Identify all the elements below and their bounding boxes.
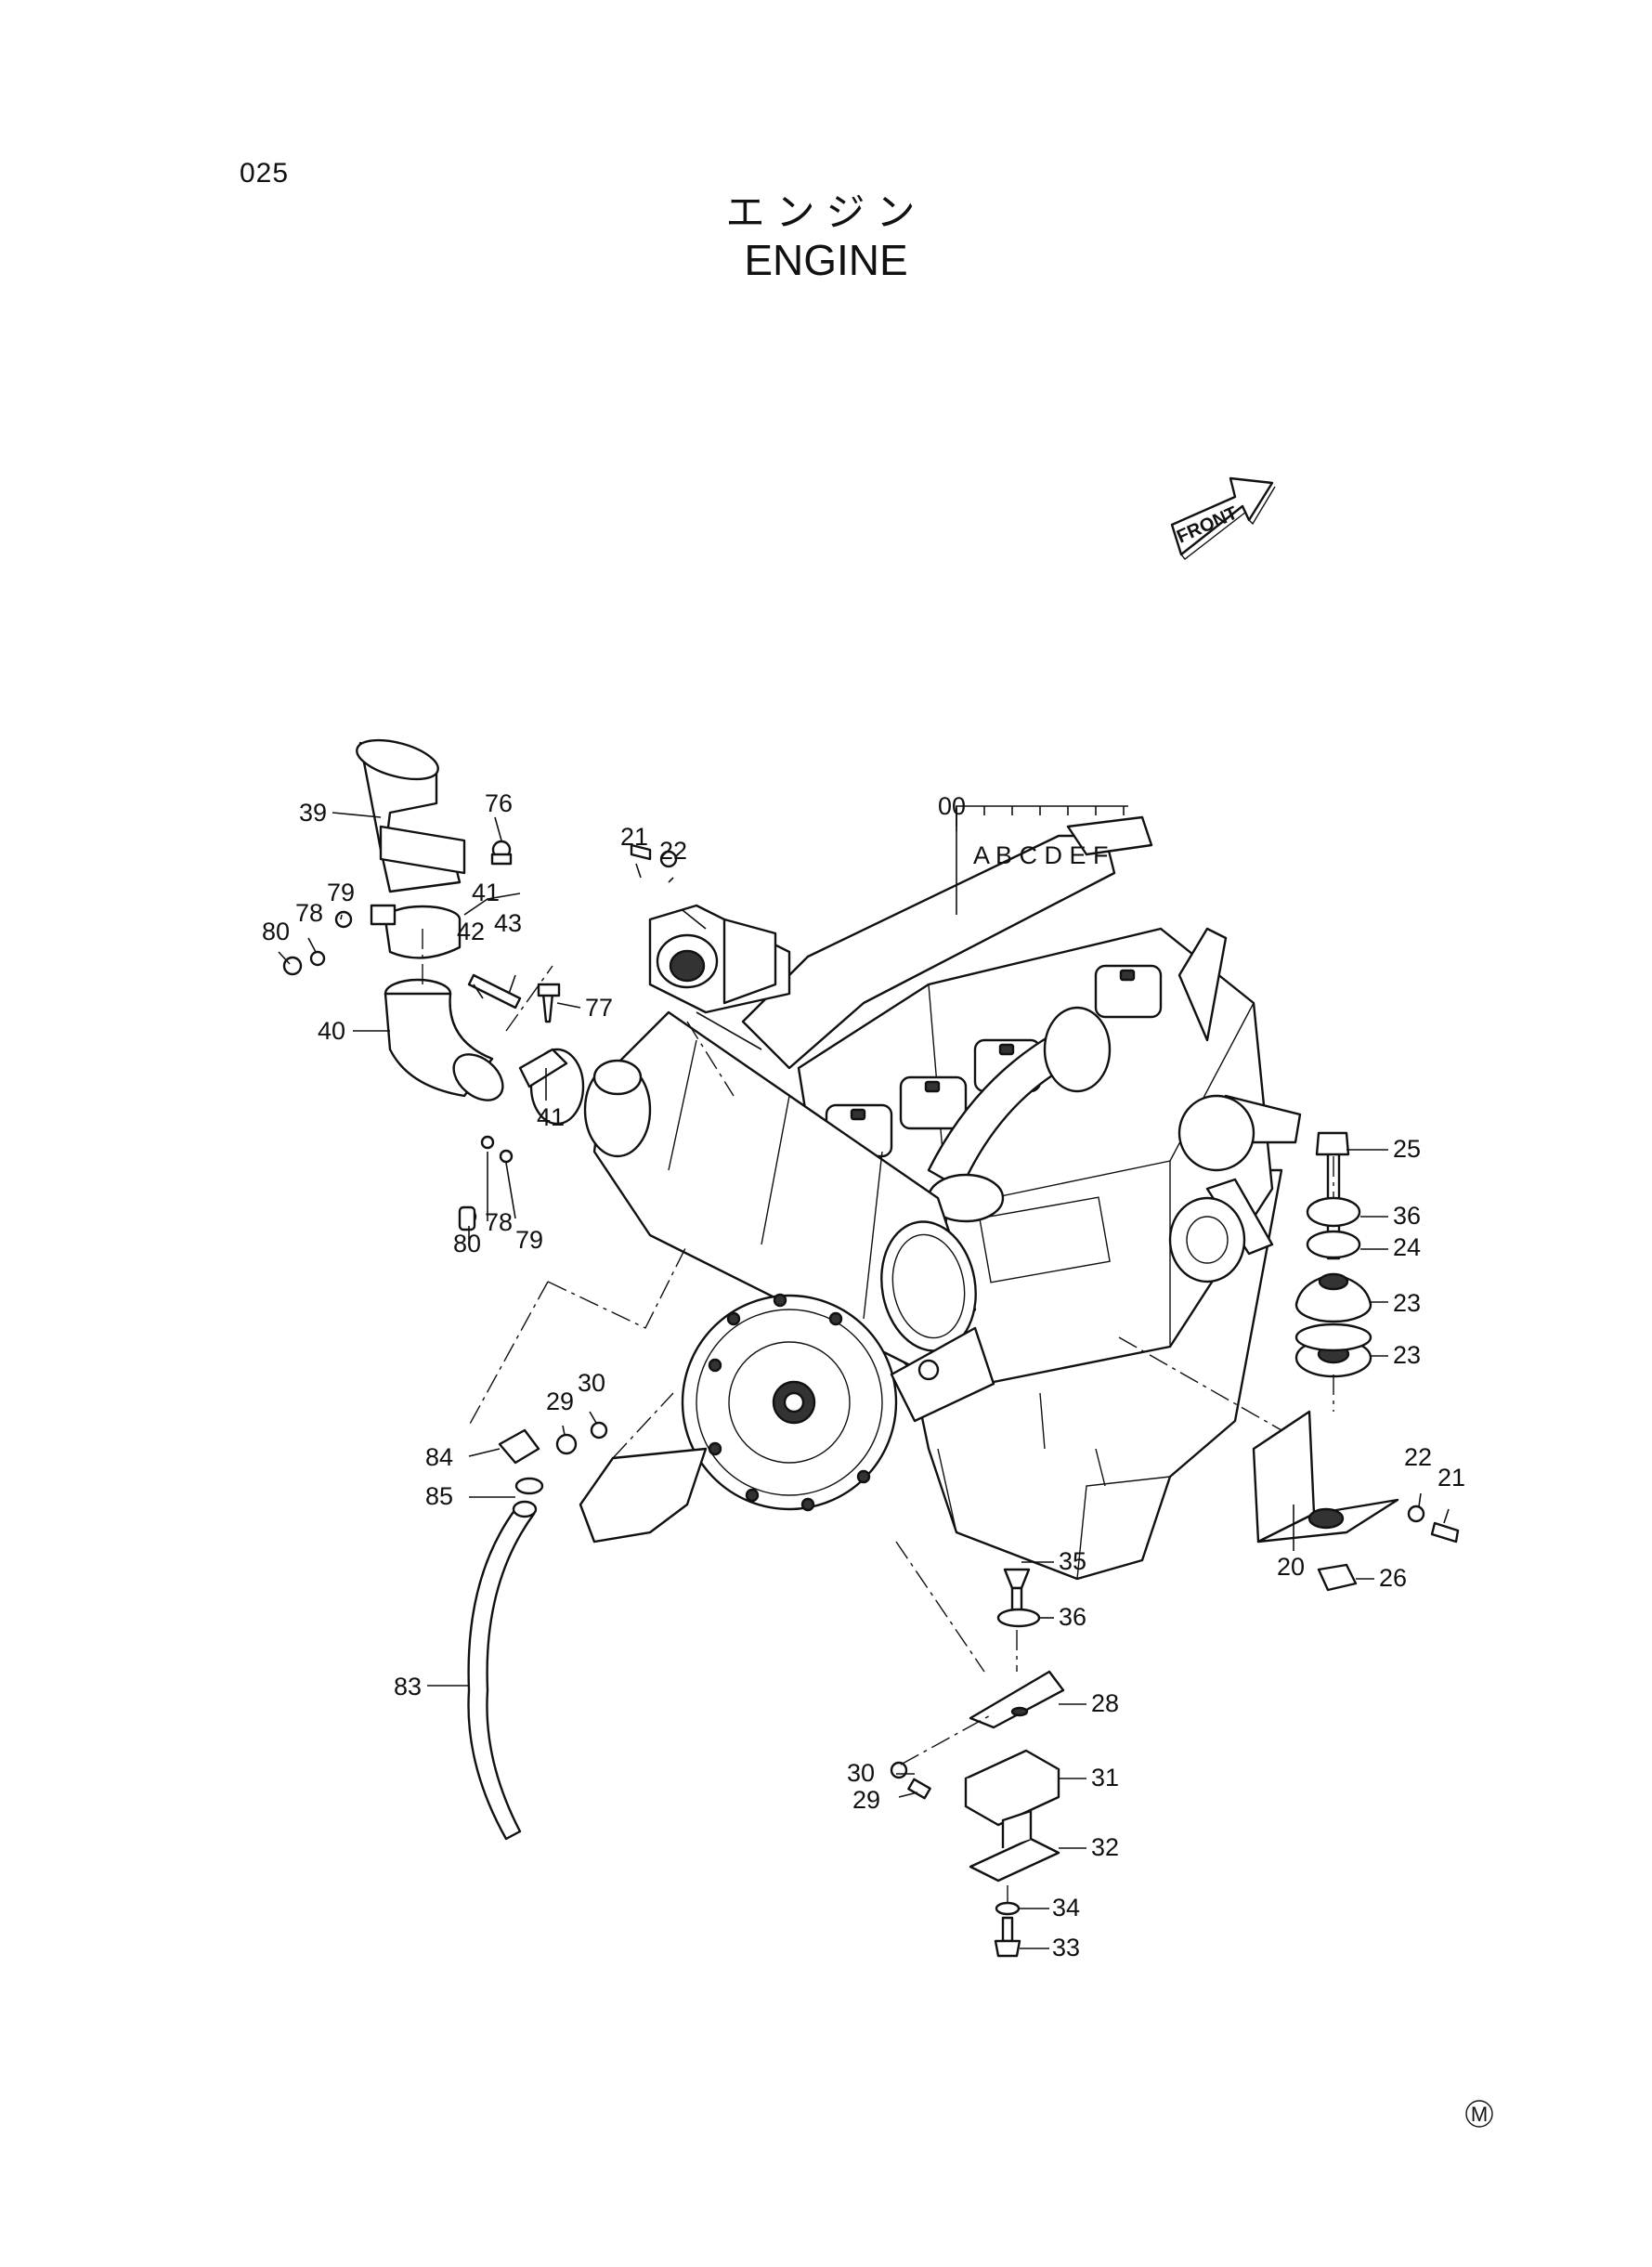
callout-36a: 36 (1393, 1202, 1421, 1230)
callout-42: 42 (457, 918, 485, 945)
callout-77: 77 (585, 994, 613, 1022)
callout-variants: A B C D E F (973, 841, 1109, 869)
callout-39: 39 (299, 799, 327, 827)
part-41-clamp (370, 904, 585, 1126)
fastener-group (282, 840, 678, 1231)
callout-78a: 78 (295, 899, 323, 927)
callout-34: 34 (1052, 1894, 1080, 1922)
callout-22b: 22 (1404, 1443, 1432, 1471)
part-39-cap (356, 738, 466, 893)
callout-22a: 22 (659, 837, 687, 865)
callout-33: 33 (1052, 1934, 1080, 1961)
callout-80b: 80 (453, 1230, 481, 1257)
callout-40: 40 (318, 1017, 345, 1045)
engine-assembly (583, 815, 1302, 1581)
callout-23a: 23 (1393, 1289, 1421, 1317)
callout-41b: 41 (537, 1103, 565, 1131)
callout-43: 43 (494, 909, 522, 937)
title-japanese: エンジン (725, 189, 927, 235)
callout-79a: 79 (327, 879, 355, 906)
callout-32: 32 (1091, 1833, 1119, 1861)
callout-leaders (278, 812, 1450, 1949)
callout-79b: 79 (515, 1226, 543, 1254)
callout-30a: 30 (578, 1369, 605, 1397)
callout-29a: 29 (546, 1388, 574, 1415)
front-arrow-icon: FRONT (1170, 476, 1276, 560)
callout-36b: 36 (1059, 1603, 1086, 1631)
callout-85: 85 (425, 1482, 453, 1510)
callout-21a: 21 (620, 823, 648, 851)
bottom-mount-stack (890, 1568, 1065, 1958)
callout-26: 26 (1379, 1564, 1407, 1592)
variant-ladder (956, 805, 1128, 915)
page-number: 025 (240, 158, 290, 189)
drain-hose (467, 1428, 544, 1841)
callout-76: 76 (485, 789, 513, 817)
front-mount-bracket (648, 904, 791, 1014)
callout-24: 24 (1393, 1233, 1421, 1261)
callout-25: 25 (1393, 1135, 1421, 1163)
callout-80a: 80 (262, 918, 290, 945)
callout-83: 83 (394, 1673, 422, 1700)
callout-28: 28 (1091, 1689, 1119, 1717)
right-rear-mounts (1252, 1131, 1460, 1592)
callout-labels: 00 A B C D E F 20 21 21 22 22 23 23 24 2… (262, 789, 1465, 1961)
callout-84: 84 (425, 1443, 453, 1471)
callout-29b: 29 (852, 1786, 880, 1814)
callout-21b: 21 (1437, 1464, 1465, 1492)
title-english: ENGINE (744, 236, 908, 284)
callout-78b: 78 (485, 1208, 513, 1236)
callout-20: 20 (1277, 1553, 1305, 1581)
corner-mark: M (1465, 2100, 1493, 2128)
callout-35: 35 (1059, 1547, 1086, 1575)
left-mount-bracket (555, 1421, 708, 1544)
callout-31: 31 (1091, 1764, 1119, 1791)
callout-41a: 41 (472, 879, 500, 906)
callout-23b: 23 (1393, 1341, 1421, 1369)
corner-mark-letter: M (1471, 2103, 1488, 2126)
callout-30b: 30 (847, 1759, 875, 1787)
callout-00: 00 (938, 792, 966, 820)
part-40-elbow (384, 978, 504, 1101)
